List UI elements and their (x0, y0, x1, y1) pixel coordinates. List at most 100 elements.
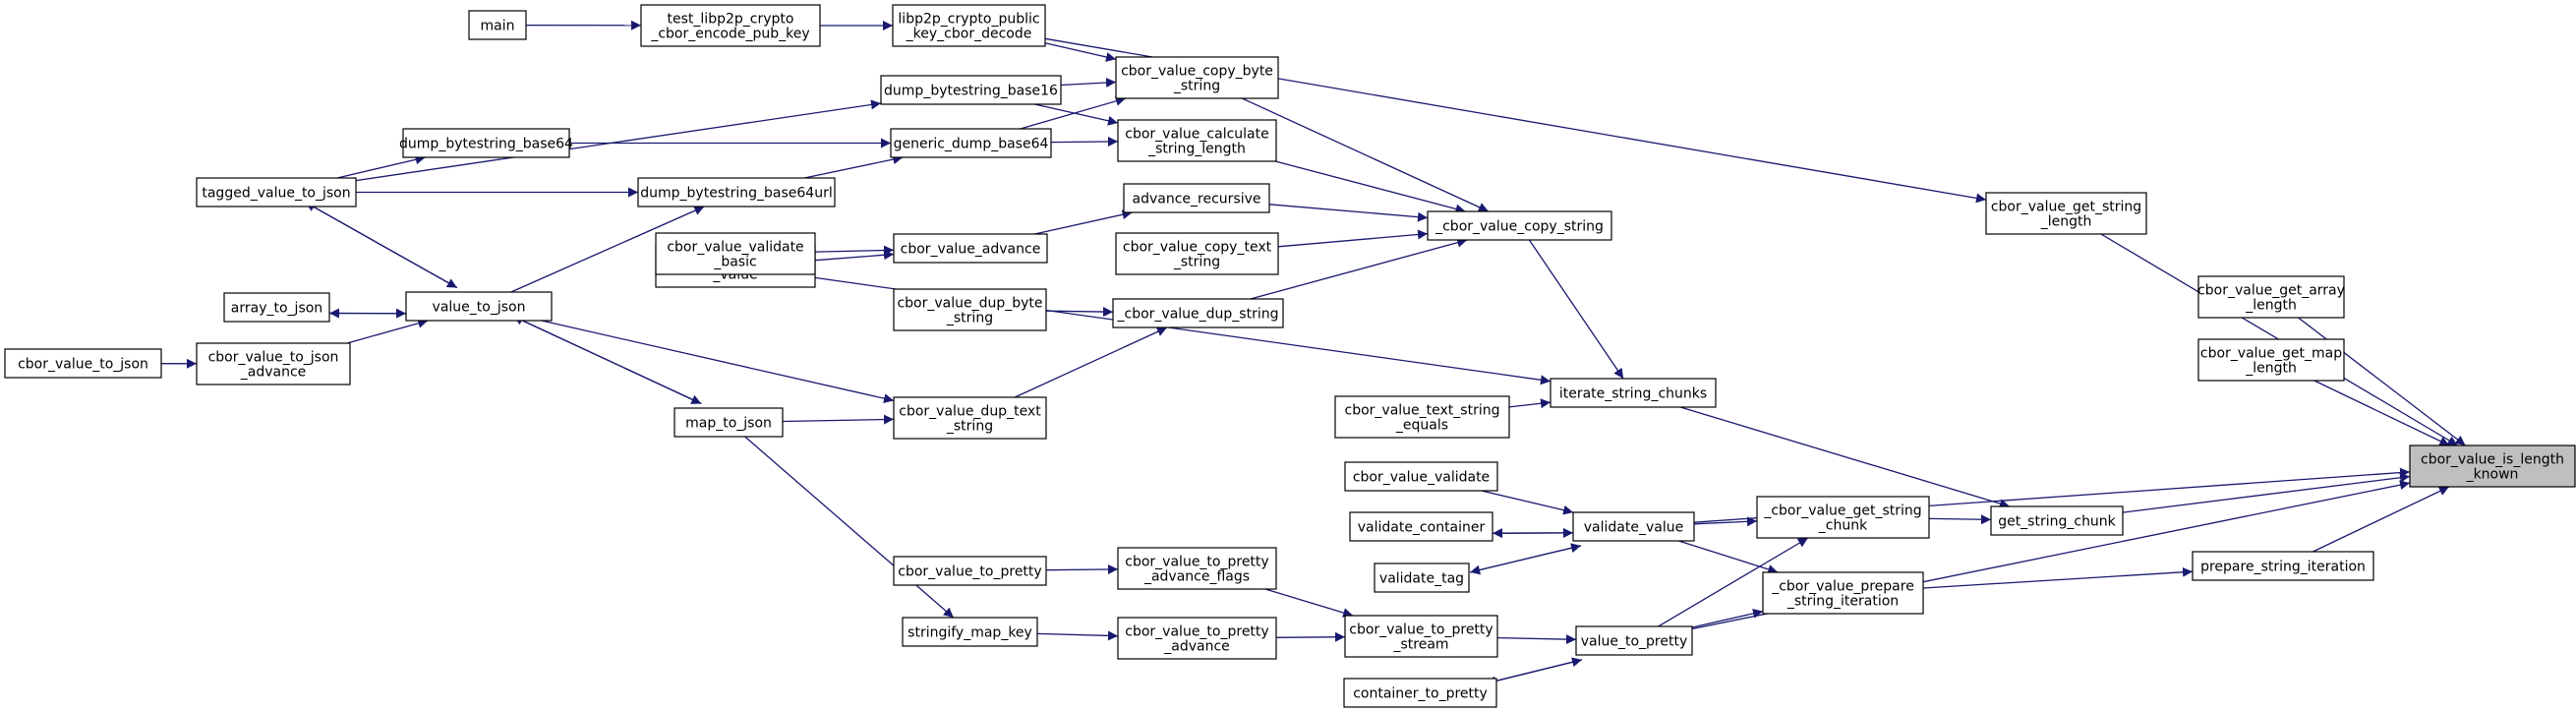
node-box (1427, 210, 1612, 241)
edge-dump_base16-to-copy_byte_string (1060, 78, 1117, 89)
node-box (1112, 298, 1284, 328)
node-box (1762, 571, 1924, 615)
node-advance_recursive[interactable]: advance_recursive (1123, 183, 1270, 213)
node-array_to_json[interactable]: array_to_json (223, 292, 330, 323)
edge-cbor_value_get_string_chunk-to-get_string_chunk (1928, 514, 1992, 525)
node-box (890, 128, 1052, 158)
node-cbor_value_validate[interactable]: cbor_value_validate (1344, 461, 1498, 492)
node-box (1344, 461, 1498, 492)
node-to_pretty_advance_flags[interactable]: cbor_value_to_pretty_advance_flags (1117, 547, 1277, 590)
node-box (880, 75, 1062, 105)
node-label: _cbor_value_copy_string (1434, 219, 1604, 235)
node-label: cbor_value_advance (901, 242, 1041, 258)
node-generic_dump_base64[interactable]: generic_dump_base64 (890, 128, 1052, 158)
node-box (4, 348, 162, 379)
node-box (1117, 119, 1277, 162)
node-copy_string[interactable]: _cbor_value_copy_string (1427, 210, 1612, 241)
node-tagged_value_to_json[interactable]: tagged_value_to_json (196, 177, 357, 207)
node-label: validate_tag (1379, 571, 1464, 587)
node-label: _length (2245, 298, 2297, 314)
edge-value_to_pretty-to-cbor_value_get_string_chunk (1658, 537, 1809, 627)
node-label: libp2p_crypto_public (898, 12, 1039, 28)
node-container_to_pretty[interactable]: container_to_pretty (1343, 678, 1497, 708)
edge-dup_string-to-copy_string (1250, 237, 1468, 300)
node-box (1344, 615, 1498, 658)
node-cbor_value_to_json[interactable]: cbor_value_to_json (4, 348, 162, 379)
node-get_string_length[interactable]: cbor_value_get_string_length (1985, 192, 2147, 235)
node-cbor_value_advance[interactable]: cbor_value_advance (893, 233, 1048, 264)
node-box (1115, 56, 1279, 99)
node-label: cbor_value_copy_byte (1121, 64, 1273, 80)
node-label: _key_cbor_decode (906, 27, 1032, 42)
node-test_encode[interactable]: test_libp2p_crypto_cbor_encode_pub_key (640, 4, 821, 47)
node-label: cbor_value_calculate (1125, 127, 1268, 143)
node-to_pretty_advance[interactable]: cbor_value_to_pretty_advance (1117, 617, 1277, 660)
node-label: cbor_value_to_json (18, 357, 148, 373)
node-text_string_equals[interactable]: cbor_value_text_string_equals (1334, 395, 1510, 439)
node-calculate_string_length[interactable]: cbor_value_calculate_string_length (1117, 119, 1277, 162)
node-iterate_string_chunks[interactable]: iterate_string_chunks (1550, 378, 1717, 408)
edge-cbor_value_advance-to-advance_recursive (1034, 209, 1133, 235)
node-to_json_advance[interactable]: cbor_value_to_json_advance (196, 342, 351, 385)
node-value_to_pretty[interactable]: value_to_pretty (1575, 625, 1693, 656)
edge-dump_base16-to-calculate_string_length (1034, 103, 1119, 126)
edge-map_find_value-to-cbor_value_advance (814, 250, 895, 262)
node-prepare_string_iteration[interactable]: prepare_string_iteration (2192, 551, 2374, 581)
node-cbor_value_get_string_chunk[interactable]: _cbor_value_get_string_chunk (1756, 496, 1930, 539)
node-label: _string (1173, 255, 1220, 270)
node-copy_byte_string[interactable]: cbor_value_copy_byte_string (1115, 56, 1279, 99)
node-label: _known (2466, 467, 2519, 483)
edge-validate_value-to-cbor_value_prepare_string_iteration (1678, 540, 1779, 574)
node-label: _string_iteration (1786, 594, 1899, 610)
node-label: tagged_value_to_json (202, 186, 350, 202)
node-label: _length (2245, 361, 2297, 377)
node-validate_container[interactable]: validate_container (1349, 511, 1493, 542)
node-label: cbor_value_get_array (2197, 283, 2345, 299)
node-dup_text_string[interactable]: cbor_value_dup_text_string (893, 396, 1047, 440)
edge-copy_string-to-iterate_string_chunks (1528, 239, 1624, 380)
node-get_string_chunk[interactable]: get_string_chunk (1990, 505, 2124, 536)
node-box (640, 4, 821, 47)
node-validate_tag[interactable]: validate_tag (1374, 563, 1470, 593)
node-cbor_value_to_pretty[interactable]: cbor_value_to_pretty (893, 556, 1047, 586)
node-box (893, 556, 1047, 586)
node-label: _advance (240, 365, 307, 381)
edge-dump_base64url-to-generic_dump_base64 (804, 154, 904, 179)
node-value_to_json[interactable]: value_to_json (405, 291, 553, 322)
node-label: map_to_json (685, 416, 772, 432)
node-get_map_length[interactable]: cbor_value_get_map_length (2197, 338, 2345, 382)
node-dup_string[interactable]: _cbor_value_dup_string (1112, 298, 1284, 328)
node-box (893, 288, 1047, 331)
edge-layer (160, 20, 2466, 686)
node-dump_base16[interactable]: dump_bytestring_base16 (880, 75, 1062, 105)
node-dump_base64[interactable]: dump_bytestring_base64 (399, 128, 573, 158)
node-label: _basic (713, 255, 756, 270)
edge-generic_dump_base64-to-calculate_string_length (1050, 136, 1119, 147)
node-dup_byte_string[interactable]: cbor_value_dup_byte_string (893, 288, 1047, 331)
node-map_to_json[interactable]: map_to_json (673, 407, 784, 438)
edge-stringify_map_key-to-to_pretty_advance (1036, 630, 1119, 641)
node-label: _advance (1163, 639, 1230, 655)
node-cbor_value_prepare_string_iteration[interactable]: _cbor_value_prepare_string_iteration (1762, 571, 1924, 615)
node-label: _cbor_value_prepare (1771, 579, 1914, 595)
node-label: _string_length (1147, 142, 1246, 157)
node-get_array_length[interactable]: cbor_value_get_array_length (2197, 275, 2345, 319)
node-is_length_known[interactable]: cbor_value_is_length_known (2409, 444, 2576, 488)
node-dump_base64url[interactable]: dump_bytestring_base64url (637, 177, 836, 207)
edge-to_json_advance-to-value_to_json (346, 318, 429, 344)
edge-dup_byte_string-to-dup_string (1045, 307, 1114, 318)
edge-to_pretty_advance-to-to_pretty_stream (1275, 631, 1346, 642)
node-label: dump_bytestring_base64url (640, 186, 832, 202)
node-label: _stream (1392, 637, 1448, 653)
edge-cbor_value_prepare_string_iteration-to-prepare_string_iteration (1922, 566, 2194, 589)
node-to_pretty_stream[interactable]: cbor_value_to_pretty_stream (1344, 615, 1498, 658)
node-validate_value[interactable]: validate_value (1572, 511, 1695, 542)
node-stringify_map_key[interactable]: stringify_map_key (902, 617, 1038, 647)
edge-map_to_json-to-dup_text_string (782, 414, 895, 425)
node-label: dump_bytestring_base64 (399, 137, 573, 152)
node-copy_text_string[interactable]: cbor_value_copy_text_string (1115, 232, 1279, 275)
edge-value_to_pretty-to-container_to_pretty (1486, 659, 1583, 686)
node-validate_basic[interactable]: cbor_value_validate_basic (655, 232, 816, 275)
node-pubkey_decode[interactable]: libp2p_crypto_public_key_cbor_decode (892, 4, 1046, 47)
node-main[interactable]: main (468, 10, 527, 40)
